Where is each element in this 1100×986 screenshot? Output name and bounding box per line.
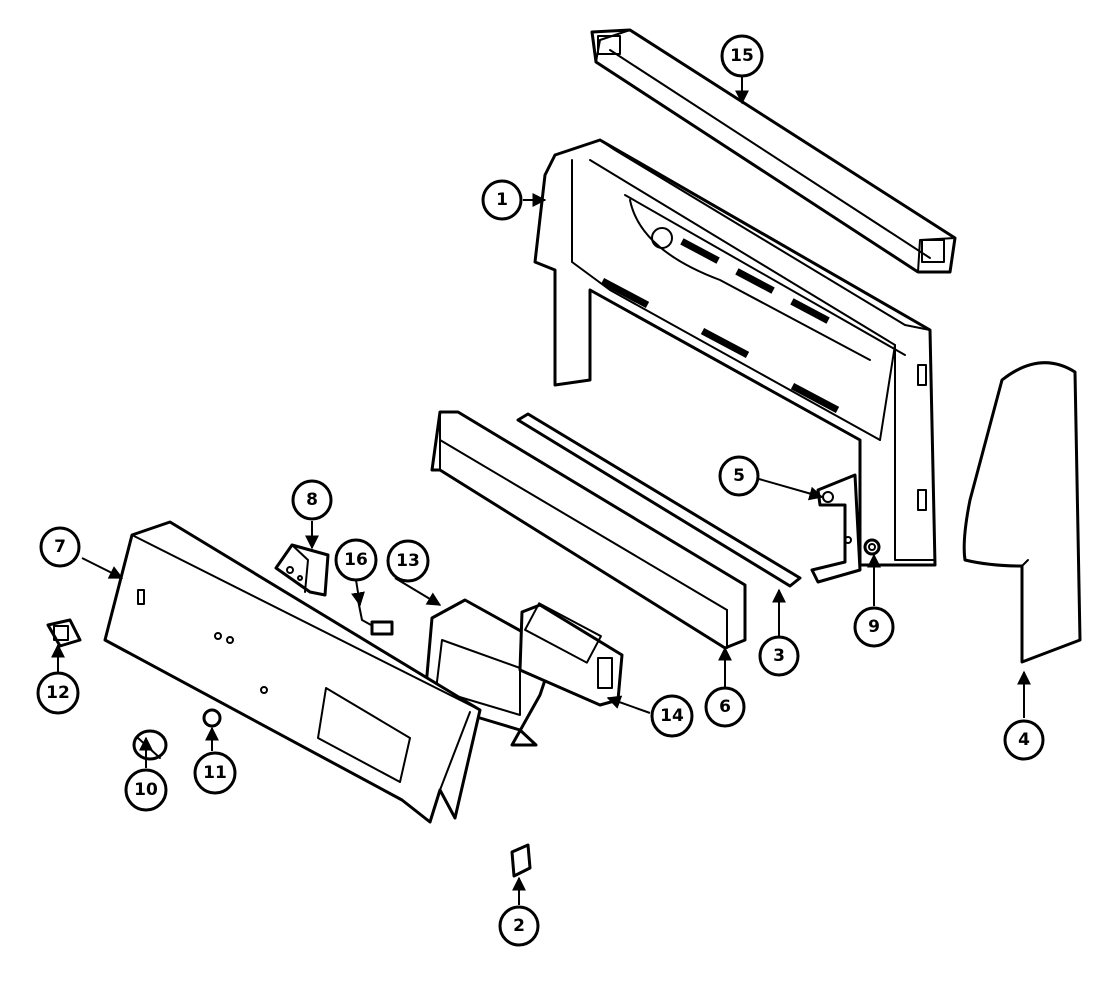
callout-5-label: 5 [733,466,745,486]
callout-6: 6 [704,686,746,728]
callout-13: 13 [386,539,430,583]
part-1-backguard-frame [533,138,937,567]
callout-4-label: 4 [1018,730,1030,750]
part-12-switch [46,618,82,648]
part-9-screw [863,538,881,556]
part-3-strip [516,412,802,588]
callout-11-label: 11 [203,763,227,783]
callout-6-label: 6 [719,697,731,717]
callout-3: 3 [758,635,800,677]
callout-2-label: 2 [513,916,525,936]
callout-4: 4 [1003,719,1045,761]
callout-5: 5 [718,455,760,497]
callout-9: 9 [853,606,895,648]
part-4-side-trim [962,361,1082,664]
callout-8: 8 [291,479,333,521]
part-10-knob [132,729,168,761]
part-7-control-panel [103,520,482,824]
leader-lines [51,76,1031,905]
callout-2: 2 [498,905,540,947]
callout-13-label: 13 [396,551,420,571]
callout-16-label: 16 [344,550,368,570]
callout-7: 7 [39,526,81,568]
callout-1-label: 1 [496,190,508,210]
callout-15: 15 [720,34,764,78]
callout-11: 11 [193,751,237,795]
callout-9-label: 9 [868,617,880,637]
callout-7-label: 7 [54,537,66,557]
callout-12: 12 [36,671,80,715]
callout-12-label: 12 [46,683,70,703]
part-2-clip [510,843,532,878]
callout-15-label: 15 [730,46,754,66]
callout-14: 14 [650,694,694,738]
callout-16: 16 [334,538,378,582]
part-5-bracket [810,473,862,584]
part-6-channel [430,410,747,650]
callout-14-label: 14 [660,706,684,726]
callout-1: 1 [481,179,523,221]
part-16-clip [357,599,394,636]
part-8-component [274,543,330,597]
callout-10-label: 10 [134,780,158,800]
callout-10: 10 [124,768,168,812]
part-11-insert [202,708,222,728]
callout-3-label: 3 [773,646,785,666]
callout-8-label: 8 [306,490,318,510]
part-15-top-rail [590,28,957,274]
